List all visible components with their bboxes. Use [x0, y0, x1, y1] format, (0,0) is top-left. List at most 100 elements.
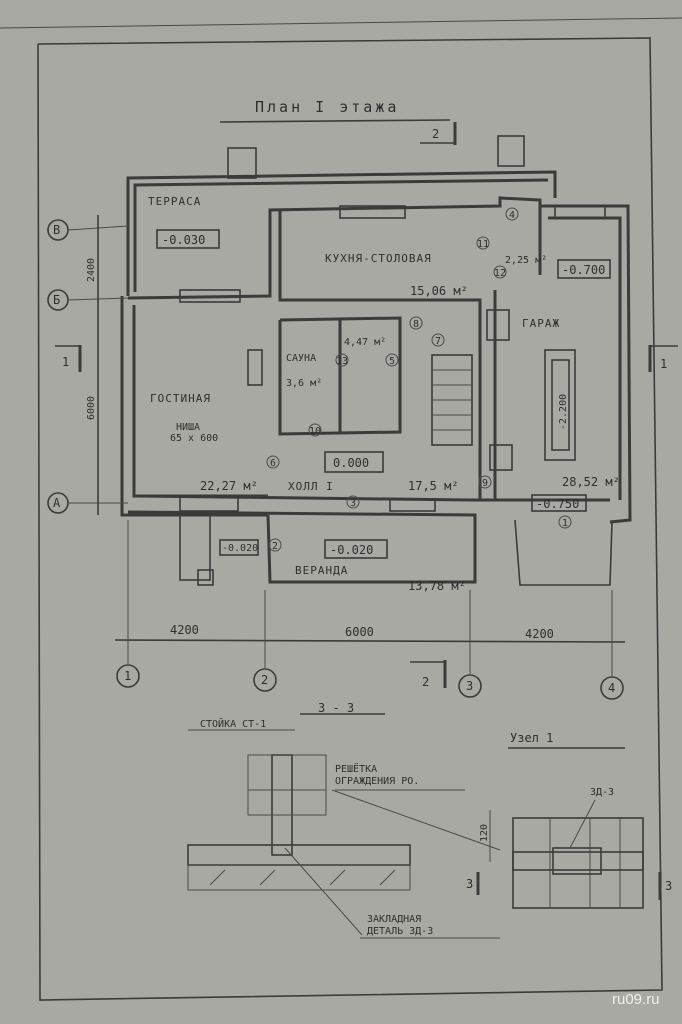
dim-4200-left: 4200	[170, 623, 199, 637]
svg-text:8: 8	[413, 319, 419, 330]
title-underline	[219, 119, 451, 123]
axis-row-a: А	[47, 492, 128, 514]
watermark: ru09.ru	[612, 991, 660, 1008]
porch-level-box	[219, 539, 259, 556]
bath-area: 4,47 м²	[344, 337, 386, 348]
door-mark-7: 7	[431, 333, 445, 347]
svg-text:А: А	[53, 496, 61, 510]
svg-text:1: 1	[562, 518, 568, 529]
garage-pit-inner	[551, 359, 570, 451]
living-room-area: 22,27 м²	[200, 479, 258, 493]
svg-text:Б: Б	[53, 293, 60, 307]
staircase	[431, 309, 513, 471]
niche-label: НИША	[176, 422, 200, 433]
axis-col-1: 1	[116, 520, 140, 688]
chimney-right	[497, 135, 525, 167]
svg-text:7: 7	[435, 336, 441, 347]
hall-label: ХОЛЛ I	[288, 480, 334, 493]
svg-text:3: 3	[466, 679, 473, 693]
section-mark-2-bottom: 2	[410, 660, 447, 689]
veranda-level: -0.020	[330, 543, 373, 557]
cut-mark-right: 3	[665, 879, 672, 893]
garage-area: 28,52 м²	[562, 475, 620, 489]
cut-mark-left: 3	[466, 877, 473, 891]
svg-text:4: 4	[509, 210, 515, 221]
hall-level: 0.000	[333, 456, 369, 470]
svg-text:9: 9	[482, 478, 488, 489]
dim-6000: 6000	[345, 625, 374, 639]
svg-text:2: 2	[261, 673, 268, 687]
svg-text:12: 12	[494, 268, 506, 279]
section-mark-2-top: 2	[420, 122, 457, 145]
garage-entry-level-box	[531, 494, 587, 512]
section-mark-1-left: 1	[55, 345, 82, 372]
veranda-level-box	[324, 539, 388, 559]
grille-label-1: РЕШЁТКА	[335, 762, 377, 775]
niche-size: 65 х 600	[170, 433, 218, 444]
veranda-area: 13,78 м²	[408, 579, 466, 593]
svg-text:3: 3	[350, 498, 356, 509]
axis-col-3: 3	[458, 590, 482, 698]
door-mark-11: 11	[476, 236, 490, 250]
svg-text:2: 2	[422, 675, 429, 689]
grille-label-2: ОГРАЖДЕНИЯ РО.	[335, 776, 419, 787]
sheet-border	[37, 37, 663, 1001]
section-3-3-title: 3 - 3	[318, 701, 354, 715]
embed-label-2: ДЕТАЛЬ ЗД-3	[367, 926, 433, 937]
svg-text:11: 11	[477, 239, 489, 250]
sauna-area: 3,6 м²	[286, 378, 322, 389]
garage-level: -0.700	[562, 263, 605, 277]
door-mark-13: 13	[335, 353, 349, 367]
garage-pit	[544, 349, 576, 461]
walls	[120, 170, 632, 586]
dim-4200-right: 4200	[525, 627, 554, 641]
hall-area: 17,5 м²	[408, 479, 459, 493]
plan-title: План I этажа	[255, 98, 399, 116]
garage-level-box	[557, 259, 611, 279]
door-mark-4: 4	[505, 207, 519, 221]
garage-label: ГАРАЖ	[522, 317, 560, 330]
door-mark-5: 5	[385, 353, 399, 367]
paper-edge	[0, 17, 682, 29]
kitchen-label: КУХНЯ-СТОЛОВАЯ	[325, 252, 432, 265]
axis-col-4: 4	[600, 590, 624, 700]
svg-text:10: 10	[309, 426, 321, 437]
svg-text:2: 2	[432, 127, 439, 141]
garage-entry-level: -0.750	[536, 497, 579, 511]
terrace-label: ТЕРРАСА	[148, 195, 201, 208]
dim-6000-vertical: 6000	[86, 396, 97, 420]
node-dim-120: 120	[479, 824, 490, 842]
section-mark-1-right: 1	[648, 345, 678, 372]
svg-text:13: 13	[336, 356, 348, 367]
svg-text:4: 4	[608, 681, 615, 695]
door-mark-6: 6	[266, 455, 280, 469]
svg-text:6: 6	[270, 458, 276, 469]
windows	[179, 205, 606, 512]
kitchen-area: 15,06 м²	[410, 284, 468, 298]
axis-row-b: Б	[47, 289, 129, 311]
svg-text:1: 1	[62, 355, 69, 369]
door-mark-10: 10	[308, 423, 322, 437]
door-mark-9: 9	[478, 475, 492, 489]
door-mark-3: 3	[346, 495, 360, 509]
living-room-label: ГОСТИНАЯ	[150, 392, 211, 405]
svg-text:1: 1	[124, 669, 131, 683]
vestibule-area: 2,25 м²	[505, 255, 547, 266]
svg-text:В: В	[53, 223, 60, 237]
porch-level: -0.020	[222, 543, 258, 554]
door-mark-12: 12	[493, 265, 507, 279]
svg-text:1: 1	[660, 357, 667, 371]
svg-text:5: 5	[389, 356, 395, 367]
embed-label-1: ЗАКЛАДНАЯ	[367, 914, 421, 925]
svg-text:2: 2	[272, 541, 278, 552]
axis-col-2: 2	[253, 590, 277, 692]
veranda-label: ВЕРАНДА	[295, 564, 348, 577]
sauna-label: САУНА	[286, 353, 316, 364]
horizontal-dim-line	[114, 639, 626, 643]
door-mark-2: 2	[268, 538, 282, 552]
axis-row-v: В	[47, 219, 129, 241]
garage-pit-level: -2.200	[558, 394, 569, 430]
terrace-level-box	[156, 229, 220, 249]
node-1-title: Узел 1	[510, 731, 553, 745]
